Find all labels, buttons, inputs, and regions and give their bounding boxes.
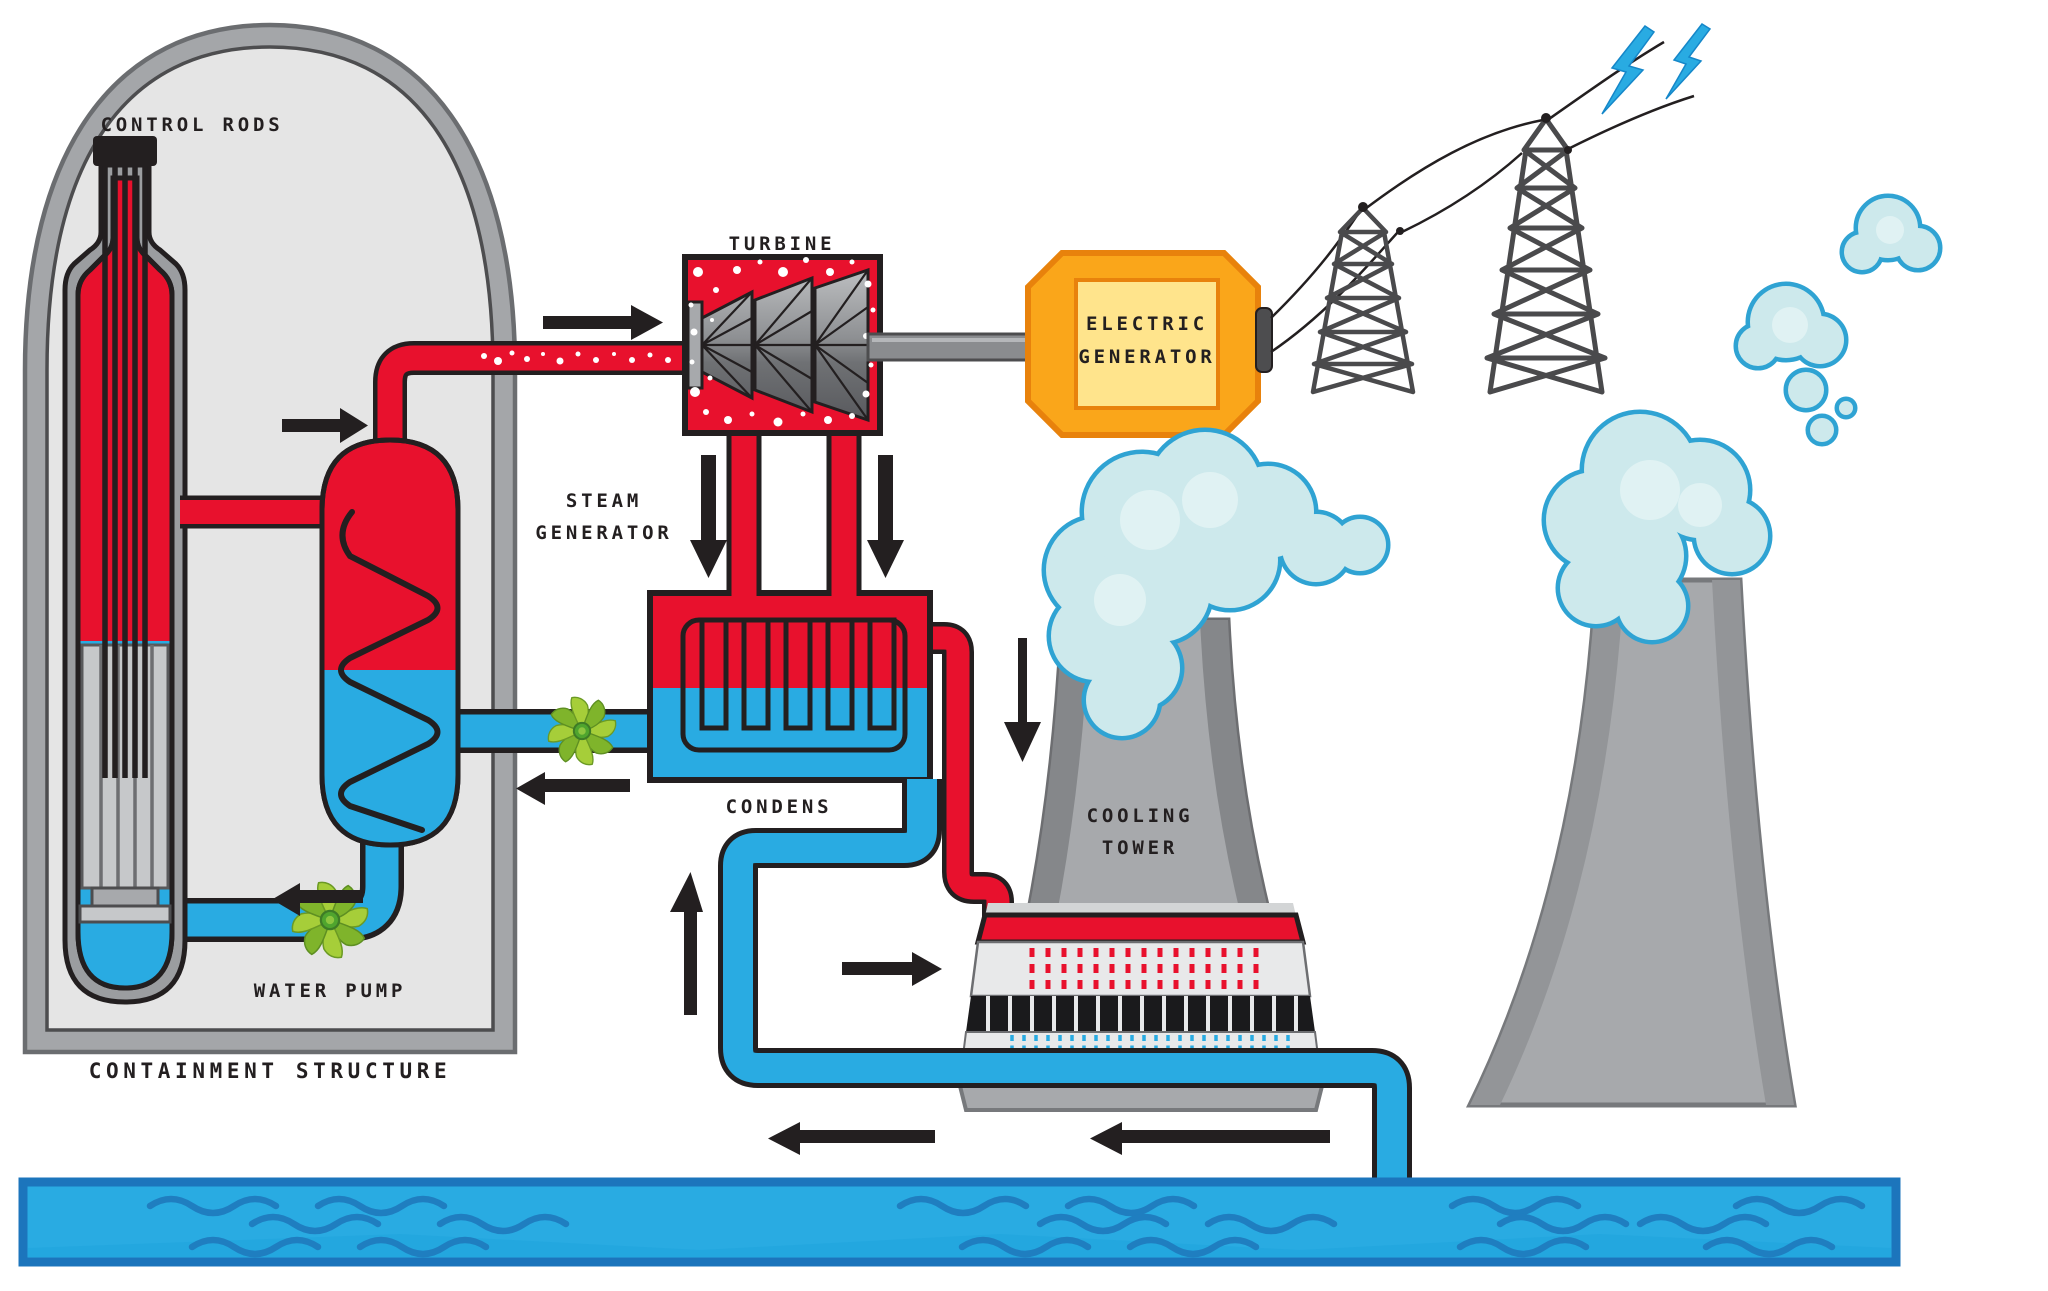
electric-generator-label-line1: ELECTRIC xyxy=(1086,313,1208,335)
water-pump-icon xyxy=(547,696,617,766)
flow-arrow-icon xyxy=(867,455,904,578)
steam-cloud-icon xyxy=(1546,198,1938,640)
transmission-tower-icon xyxy=(1484,113,1608,395)
heat-exchanger-coil xyxy=(338,509,441,833)
condenser-to-tower-pipe xyxy=(920,622,1014,922)
lightning-icon xyxy=(1601,23,1712,115)
flow-arrow-icon xyxy=(690,455,727,578)
flow-arrow-icon xyxy=(516,772,630,805)
steam-generator xyxy=(319,437,461,848)
steam-generator-label-line2: GENERATOR xyxy=(535,522,672,544)
circulating-water-pipe xyxy=(718,779,1412,1188)
control-rods-icon xyxy=(93,136,157,778)
condenser-tubes xyxy=(680,617,908,753)
electric-generator xyxy=(1025,250,1273,438)
cooling-tower-secondary xyxy=(1465,577,1797,1108)
flow-arrow-icon xyxy=(543,305,663,340)
flow-arrow-icon xyxy=(1090,1122,1330,1155)
cooling-tower-label-line2: TOWER xyxy=(1102,837,1178,859)
steam-cloud-icon xyxy=(1046,432,1386,736)
flow-arrow-icon xyxy=(1004,638,1041,762)
turbine-shaft xyxy=(866,332,1032,362)
steam-bubbles xyxy=(481,257,876,427)
flow-arrow-icon xyxy=(670,872,703,1015)
hot-spray xyxy=(1029,948,1259,992)
water-body xyxy=(18,1177,1901,1267)
turbine-label: TURBINE xyxy=(729,233,836,255)
tower-hot-water-header xyxy=(974,912,1307,945)
reactor-vessel xyxy=(62,136,188,1005)
steam-generator-label-line1: STEAM xyxy=(566,490,642,512)
main-steam-pipe xyxy=(373,341,690,462)
cooling-tower-label-line1: COOLING xyxy=(1087,805,1194,827)
flow-arrows xyxy=(272,305,1330,1155)
flow-arrow-icon xyxy=(842,952,942,986)
cooling-tower xyxy=(957,617,1328,1112)
power-lines xyxy=(1270,40,1695,354)
transmission-tower-icon xyxy=(1310,202,1416,395)
flow-arrow-icon xyxy=(272,883,363,916)
turbine-exhaust-pipes xyxy=(726,425,862,598)
electric-generator-label-line2: GENERATOR xyxy=(1078,346,1215,368)
condenser-label: CONDENS xyxy=(726,796,833,818)
flow-arrow-icon xyxy=(282,408,368,443)
generator-terminal xyxy=(1255,307,1273,373)
containment-structure-label: CONTAINMENT STRUCTURE xyxy=(89,1059,452,1083)
water-pump-label: WATER PUMP xyxy=(254,980,406,1002)
flow-arrow-icon xyxy=(768,1122,935,1155)
control-rods-label: CONTROL RODS xyxy=(101,114,284,136)
